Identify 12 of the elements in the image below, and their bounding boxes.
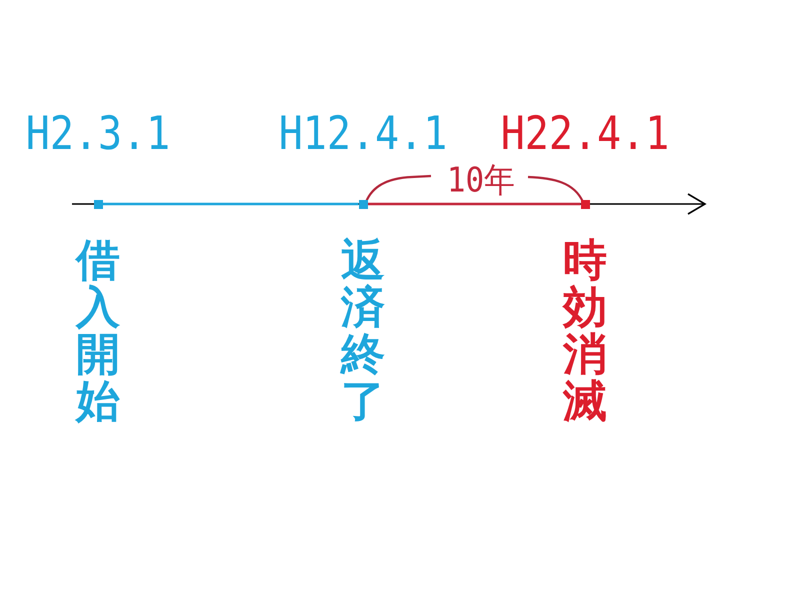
event-label: 返済終了 [341,237,385,425]
point-marker [358,200,368,208]
connector-line [368,202,580,206]
date-label: H12.4.1 [278,111,448,157]
date-label: H22.4.1 [500,111,670,157]
event-label: 借入開始 [76,237,120,425]
point-marker [580,200,590,208]
date-label: H2.3.1 [26,111,170,157]
event-label: 時効消滅 [563,237,607,425]
point-marker [94,200,102,208]
connector-line [102,202,358,206]
duration-label: 10年 [446,164,516,198]
